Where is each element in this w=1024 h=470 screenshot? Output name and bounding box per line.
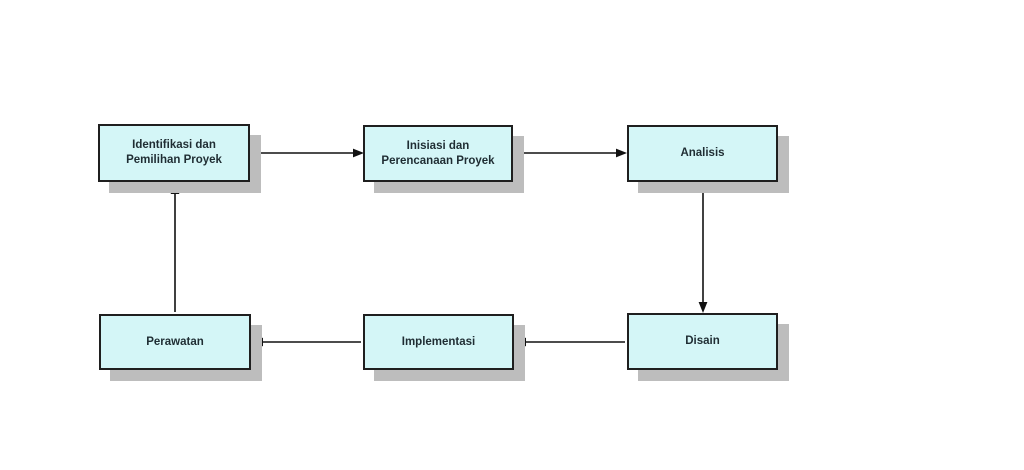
- node-identifikasi-dan-pemilihan-proyek: Identifikasi dan Pemilihan Proyek: [98, 124, 250, 182]
- node-label: Identifikasi dan Pemilihan Proyek: [126, 139, 222, 166]
- node-disain: Disain: [627, 313, 778, 370]
- node-label: Implementasi: [401, 335, 476, 348]
- arrow-inisiasi-to-analisis: [515, 148, 627, 158]
- arrow-implementasi-to-perawatan: [252, 337, 361, 347]
- node-implementasi: Implementasi: [363, 314, 514, 370]
- node-analisis: Analisis: [627, 125, 778, 182]
- node-label: Inisiasi dan Perencanaan Proyek: [381, 139, 495, 167]
- arrow-disain-to-implementasi: [515, 337, 625, 347]
- arrow-identifikasi-to-inisiasi: [252, 148, 364, 158]
- node-perawatan: Perawatan: [99, 314, 251, 370]
- node-label: Analisis: [680, 147, 725, 160]
- arrow-perawatan-to-identifikasi: [170, 183, 180, 312]
- node-label: Perawatan: [146, 335, 204, 348]
- node-inisiasi-dan-perencanaan-proyek: Inisiasi dan Perencanaan Proyek: [363, 125, 513, 182]
- node-label: Disain: [685, 335, 720, 348]
- arrow-analisis-to-disain: [698, 184, 708, 313]
